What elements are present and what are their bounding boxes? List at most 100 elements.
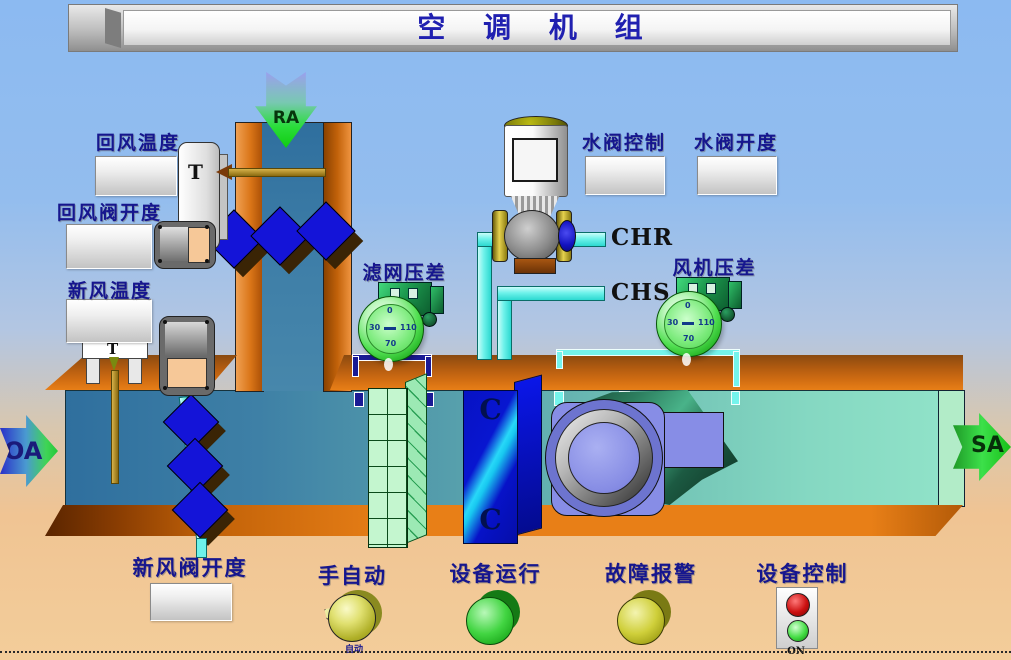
gauge-needle <box>682 322 694 325</box>
sensor-leg <box>86 356 100 384</box>
actuator-metal <box>160 227 188 261</box>
fan-outlet <box>660 412 724 468</box>
title-bar-notch <box>105 8 121 48</box>
fan-dp-tap-right <box>733 351 740 387</box>
return-valve-opening-value[interactable] <box>66 224 152 269</box>
valve-base <box>514 258 556 274</box>
valve-body <box>504 210 560 262</box>
duct-top-right <box>330 355 963 390</box>
screw-icon <box>158 259 162 263</box>
cooling-coil-icon: C C <box>463 374 543 544</box>
oa-arrow: OA <box>0 415 58 487</box>
chw-pipe-riser-left <box>477 240 492 360</box>
gauge-tick-left: 30 <box>369 323 381 332</box>
fresh-damper-icon <box>160 390 250 560</box>
supply-fan-icon <box>545 388 741 518</box>
gauge-tick-right: 110 <box>400 323 417 332</box>
light-lens <box>466 597 514 645</box>
coil-letter-top: C <box>479 393 502 426</box>
screw-icon <box>205 259 209 263</box>
gauge-tick-top: 0 <box>387 306 393 315</box>
actuator-metal <box>165 322 207 356</box>
t-sensor-mark: T <box>188 160 203 184</box>
filter-dp-gauge-icon: 0 30 110 70 <box>358 282 444 374</box>
oa-arrow-label: OA <box>4 437 43 465</box>
device-control-label: 设备控制 <box>756 562 849 586</box>
return-valve-label: 回风阀开度 <box>56 202 162 224</box>
gauge-drip <box>384 358 393 371</box>
gauge-slot <box>408 288 418 299</box>
gauge-drip <box>682 353 691 366</box>
ra-arrow-label: RA <box>272 108 300 128</box>
sensor-probe <box>228 168 326 177</box>
manual-auto-state: 自动 <box>344 645 363 655</box>
t-sensor-mark: T <box>107 340 119 358</box>
duct-end-cap <box>938 390 965 507</box>
return-air-temp-value[interactable] <box>95 156 177 196</box>
screw-icon <box>205 320 209 324</box>
filter-dp-label: 滤网压差 <box>362 262 447 284</box>
return-damper-actuator-icon <box>154 221 216 269</box>
fresh-valve-label: 新风阀开度 <box>132 556 248 580</box>
page-title: 空 调 机 组 <box>417 11 657 44</box>
fresh-air-temp-value[interactable] <box>66 299 152 343</box>
gauge-tick-left: 30 <box>667 318 679 327</box>
fresh-temp-sensor-icon: T <box>82 336 152 486</box>
actuator-panel <box>167 358 207 388</box>
valve-port <box>558 220 576 252</box>
water-valve-icon <box>492 116 578 278</box>
fan-dp-label: 风机压差 <box>672 257 757 279</box>
filter-dp-tap-left <box>352 356 359 377</box>
control-green-button[interactable] <box>787 620 809 642</box>
sa-arrow-label: SA <box>971 433 1004 458</box>
gauge-bracket-hook <box>728 281 742 309</box>
fresh-damper-shaft-tip <box>196 538 207 558</box>
chs-pipe-riser <box>497 294 512 360</box>
gauge-knob <box>720 307 735 322</box>
gauge-tick-bottom: 70 <box>683 334 695 343</box>
coil-front: C C <box>463 390 518 544</box>
fault-alarm-label: 故障报警 <box>605 562 697 586</box>
screw-icon <box>205 386 209 390</box>
coil-side <box>514 374 542 536</box>
gauge-face <box>366 304 416 354</box>
coil-letter-bottom: C <box>479 503 502 536</box>
gauge-tick-bottom: 70 <box>385 339 397 348</box>
filter-dp-tap-right <box>425 356 432 377</box>
water-valve-control-value[interactable] <box>585 156 665 195</box>
water-valve-control-label: 水阀控制 <box>581 132 666 154</box>
sensor-leg <box>128 356 142 384</box>
fresh-damper-actuator-icon <box>159 316 215 396</box>
gauge-slot <box>706 283 716 294</box>
gauge-tick-top: 0 <box>685 301 691 310</box>
light-lens <box>617 597 665 645</box>
screw-icon <box>158 225 162 229</box>
fan-dp-probe-right <box>731 391 740 405</box>
manual-auto-switch[interactable]: 自动 <box>318 588 386 655</box>
control-red-button[interactable] <box>786 593 810 617</box>
title-bar-inner: 空 调 机 组 <box>123 10 951 46</box>
gauge-bracket-hook <box>430 286 444 314</box>
chs-pipe <box>497 286 605 301</box>
screw-icon <box>163 386 167 390</box>
return-air-temp-label: 回风温度 <box>95 132 180 154</box>
water-valve-opening-value[interactable] <box>697 156 777 195</box>
filter-icon <box>368 373 428 548</box>
valve-actuator-box <box>512 138 558 182</box>
switch-ball <box>328 594 376 642</box>
running-indicator-light <box>464 590 522 646</box>
manual-auto-label: 手自动 <box>318 564 387 588</box>
fan-dp-tap-left <box>556 351 563 369</box>
fresh-air-temp-label: 新风温度 <box>67 280 152 302</box>
screw-icon <box>163 320 167 324</box>
alarm-indicator-light <box>615 590 673 646</box>
title-bar: 空 调 机 组 <box>68 4 958 52</box>
fresh-valve-opening-value[interactable] <box>150 583 232 621</box>
filter-front <box>368 388 408 548</box>
gauge-knob <box>422 312 437 327</box>
sensor-wedge <box>109 357 119 371</box>
actuator-panel <box>188 227 210 263</box>
chr-label: CHR <box>611 224 674 251</box>
fan-hub <box>568 422 640 494</box>
device-control-panel <box>776 587 818 649</box>
